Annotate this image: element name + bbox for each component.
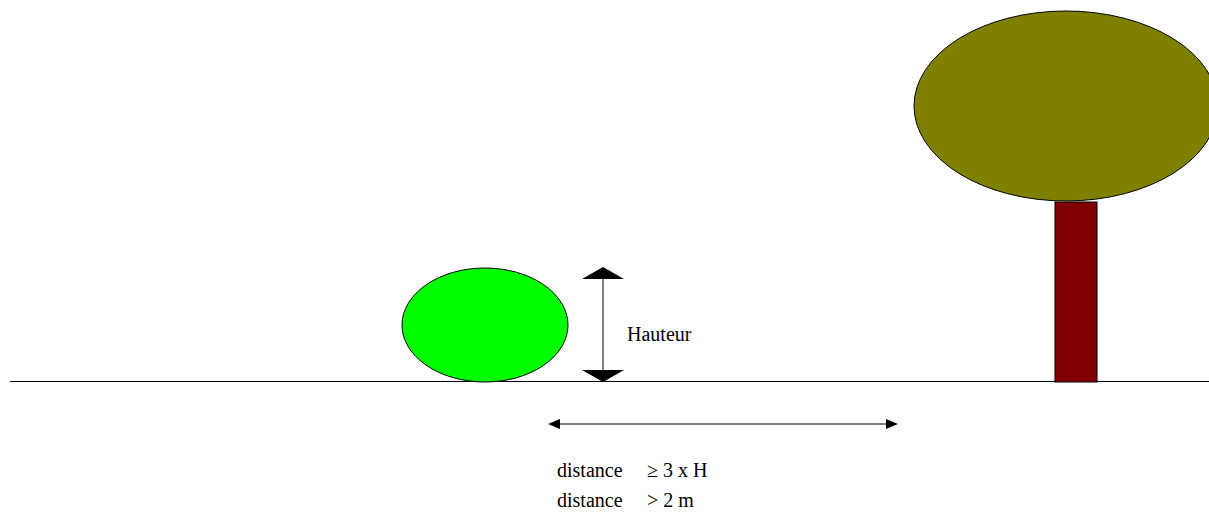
dimension-value: > 2 m <box>647 488 694 512</box>
bush <box>402 268 568 382</box>
height-label: Hauteur <box>627 322 691 346</box>
ground-line <box>10 381 1209 382</box>
dimension-value: ≥ 3 x H <box>647 458 707 482</box>
height-arrow <box>582 267 624 382</box>
dimension-label: distance <box>557 488 623 512</box>
tree-trunk <box>1055 202 1097 382</box>
tree-crown <box>914 11 1209 201</box>
dimension-label: distance <box>557 458 623 482</box>
distance-arrow <box>548 419 898 429</box>
